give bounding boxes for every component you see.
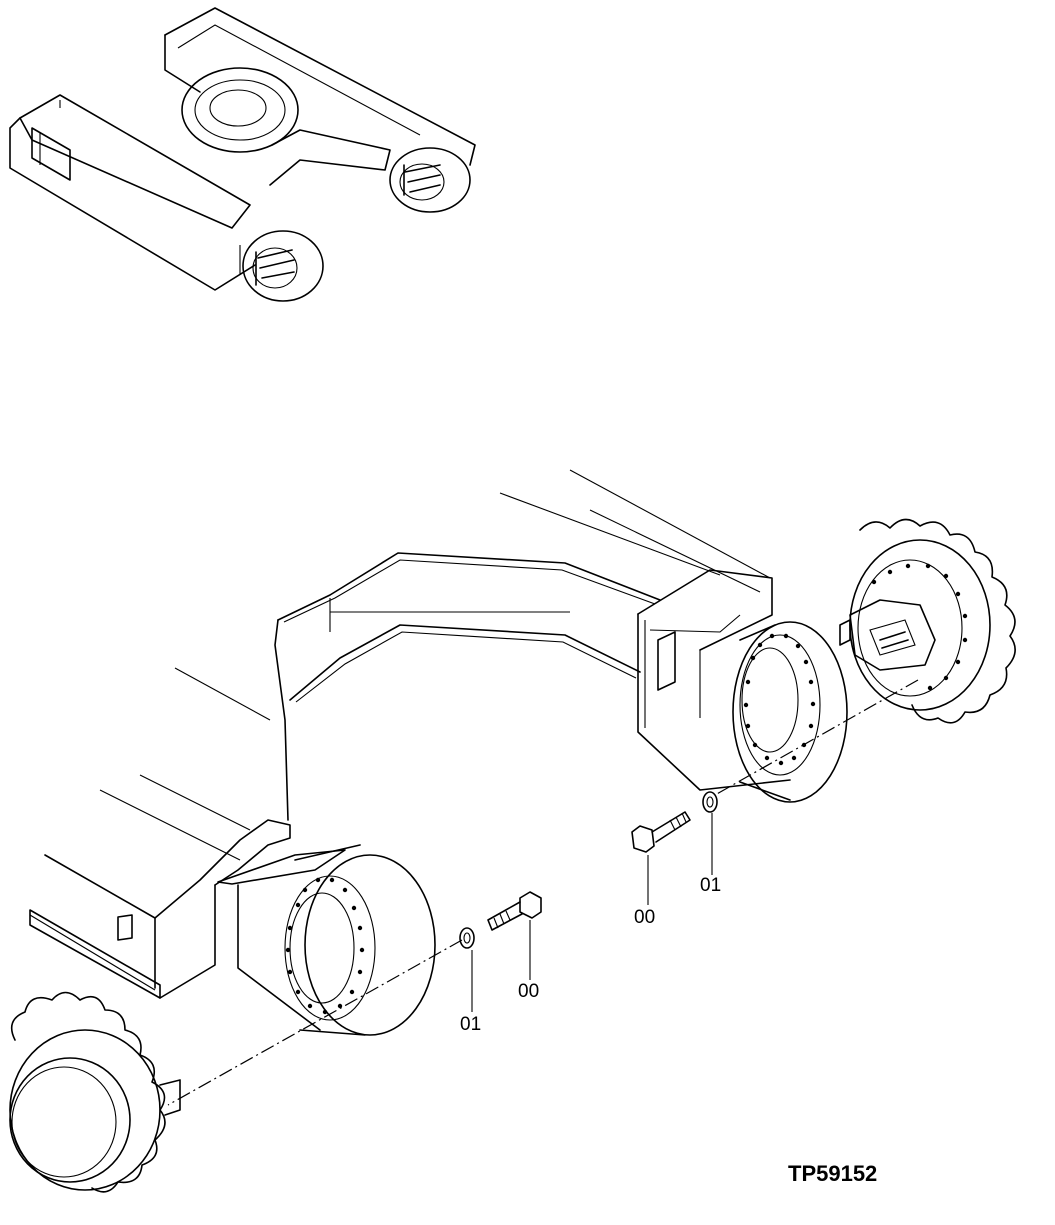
left-bolt-callout: 00 <box>518 981 540 1002</box>
center-frame-beam <box>174 469 771 821</box>
left-washer-callout: 01 <box>460 1014 482 1035</box>
right-washer-callout: 01 <box>700 875 722 896</box>
right-motor-housing <box>637 569 848 803</box>
left-bolt <box>487 891 542 931</box>
right-sprocket <box>839 518 1016 724</box>
left-motor-housing <box>29 774 436 1036</box>
right-washer <box>702 791 718 813</box>
right-bolt <box>631 811 691 853</box>
right-axis-line <box>714 679 919 796</box>
left-sprocket <box>9 991 181 1193</box>
drawing-number: TP59152 <box>788 1161 878 1186</box>
overview-thumbnail <box>9 7 476 302</box>
left-washer <box>459 927 475 949</box>
left-axis-line <box>167 939 463 1106</box>
right-bolt-callout: 00 <box>634 907 656 928</box>
